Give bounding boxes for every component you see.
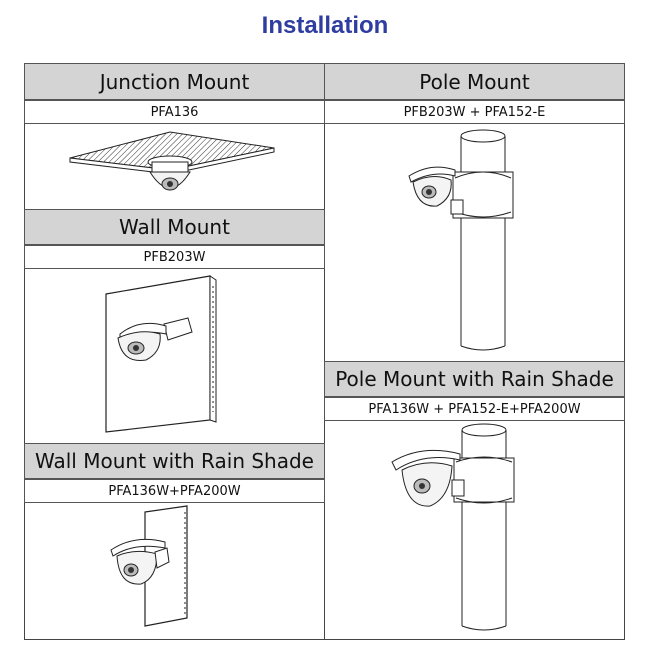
wall-mount-illustration <box>105 275 217 433</box>
junction-mount-model: PFA136 <box>24 100 325 124</box>
pole-mount-heading: Pole Mount <box>324 63 625 100</box>
junction-mount-illustration <box>69 131 275 191</box>
wall-mount-heading: Wall Mount <box>24 209 325 245</box>
pole-mount-rain-shade-heading: Pole Mount with Rain Shade <box>324 361 625 397</box>
pole-mount-model: PFB203W + PFA152-E <box>324 100 625 124</box>
column-divider <box>324 63 325 640</box>
junction-mount-heading: Junction Mount <box>24 63 325 100</box>
pole-mount-illustration <box>408 129 514 351</box>
page-title: Installation <box>261 12 389 39</box>
pole-mount-rain-shade-illustration <box>391 423 515 631</box>
wall-mount-model: PFB203W <box>24 245 325 269</box>
wall-mount-rain-shade-model: PFA136W+PFA200W <box>24 479 325 503</box>
wall-mount-rain-shade-heading: Wall Mount with Rain Shade <box>24 443 325 479</box>
pole-mount-rain-shade-model: PFA136W + PFA152-E+PFA200W <box>324 397 625 421</box>
wall-mount-rain-shade-illustration <box>110 505 188 627</box>
